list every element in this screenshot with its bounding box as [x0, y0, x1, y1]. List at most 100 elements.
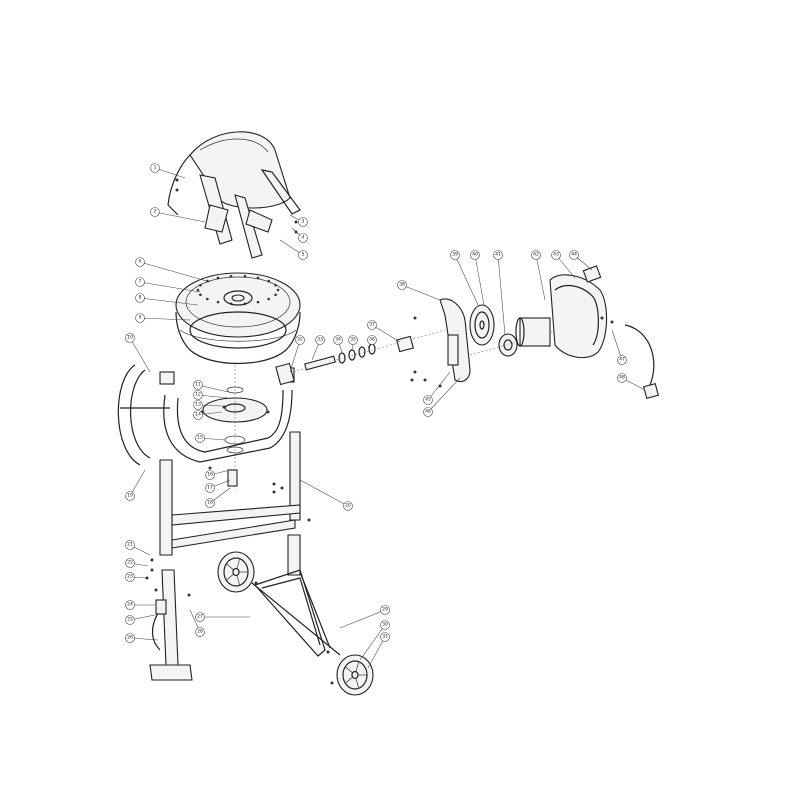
part-number: 35 — [350, 337, 356, 343]
axle-frame — [251, 534, 341, 657]
support-plate — [202, 365, 268, 490]
part-number: 29 — [382, 607, 388, 613]
bolt — [145, 576, 149, 580]
part-number: 40 — [472, 252, 478, 258]
part-number: 13 — [195, 402, 201, 408]
part-number: 44 — [571, 252, 577, 258]
rim-bolt — [274, 283, 277, 287]
drum-cap — [167, 131, 301, 216]
part-number: 45 — [425, 397, 431, 403]
part-number: 21 — [127, 542, 133, 548]
leader-line — [139, 281, 201, 293]
leader-line — [371, 324, 401, 343]
part-callout: 19 — [125, 491, 135, 501]
part-number: 14 — [195, 412, 201, 418]
rim-bolts — [196, 274, 280, 306]
part-number: 4 — [302, 235, 305, 241]
part-number: 10 — [127, 335, 133, 341]
part-callout: 11 — [193, 380, 203, 390]
callout-balloons: 1234567891011121314151617181920212223242… — [125, 163, 627, 643]
part-callout: 25 — [125, 615, 135, 625]
bolt — [154, 588, 158, 592]
part-callout: 45 — [423, 395, 433, 405]
wheel-spoke — [355, 661, 360, 672]
leader-line — [427, 377, 461, 413]
leader-line — [129, 469, 146, 497]
rim-bolt — [243, 274, 247, 278]
mixing-blades — [199, 174, 273, 259]
part-callout: 23 — [125, 572, 135, 582]
part-callout: 36 — [367, 335, 377, 345]
bolt — [413, 370, 417, 374]
rim-bolt — [267, 279, 270, 283]
part-callout: 14 — [193, 410, 203, 420]
leader-line — [154, 211, 206, 223]
motor-cover — [515, 274, 608, 359]
part-callout: 20 — [343, 501, 353, 511]
rim-bolt — [274, 293, 277, 297]
part-number: 24 — [127, 602, 133, 608]
rim-bolt — [243, 302, 247, 306]
drum-body — [175, 272, 301, 364]
part-callout: 31 — [380, 632, 390, 642]
rim-bolt — [276, 288, 280, 292]
part-number: 19 — [127, 493, 133, 499]
leader-line — [197, 394, 229, 399]
part-callout: 41 — [493, 250, 503, 260]
wheel-spoke — [226, 573, 234, 581]
part-callout: 34 — [333, 335, 343, 345]
part-callout: 15 — [195, 433, 205, 443]
rim-bolt — [196, 288, 200, 292]
part-callout: 38 — [397, 280, 407, 290]
part-number: 34 — [335, 337, 341, 343]
bolt — [222, 405, 226, 409]
part-number: 11 — [195, 382, 201, 388]
part-number: 15 — [197, 435, 203, 441]
part-number: 26 — [127, 635, 133, 641]
part-callout: 4 — [298, 233, 308, 243]
part-callout: 42 — [531, 250, 541, 260]
part-callout: 35 — [348, 335, 358, 345]
part-number: 16 — [207, 472, 213, 478]
part-callout: 43 — [551, 250, 561, 260]
left-leg — [149, 569, 193, 681]
bolt — [272, 482, 276, 486]
bolt — [600, 316, 604, 320]
bolt — [326, 650, 330, 654]
part-callout: 2 — [150, 207, 160, 217]
part-callout: 33 — [315, 335, 325, 345]
part-callout: 8 — [135, 293, 145, 303]
part-number: 42 — [533, 252, 539, 258]
leader-line — [497, 254, 506, 336]
bolt — [175, 188, 179, 192]
main-frame — [159, 431, 301, 556]
part-number: 9 — [139, 315, 142, 321]
part-number: 7 — [139, 279, 142, 285]
part-number: 25 — [127, 617, 133, 623]
leader-line — [611, 329, 623, 361]
part-callout: 16 — [205, 470, 215, 480]
bolt — [307, 518, 311, 522]
bolt — [272, 490, 276, 494]
part-callout: 9 — [135, 313, 145, 323]
bolt — [254, 581, 258, 585]
leader-line — [367, 636, 386, 669]
part-callout: 30 — [380, 620, 390, 630]
part-number: 36 — [369, 337, 375, 343]
part-number: 8 — [139, 295, 142, 301]
part-number: 41 — [495, 252, 501, 258]
fasteners — [145, 178, 614, 685]
leader-lines — [129, 167, 646, 669]
part-number: 20 — [345, 503, 351, 509]
part-number: 5 — [302, 252, 305, 258]
bolt — [266, 410, 270, 414]
part-number: 2 — [154, 209, 157, 215]
part-callout: 5 — [298, 250, 308, 260]
part-number: 28 — [197, 629, 203, 635]
part-number: 30 — [382, 622, 388, 628]
part-callout: 13 — [193, 400, 203, 410]
wheel-spoke — [355, 678, 360, 689]
part-callout: 32 — [295, 335, 305, 345]
